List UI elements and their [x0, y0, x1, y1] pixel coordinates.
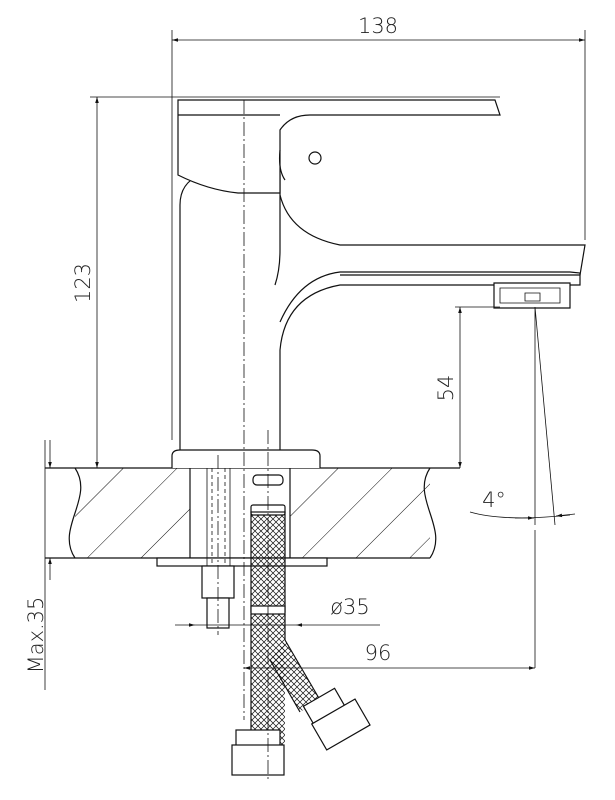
dimension-lines	[44, 30, 586, 690]
dim-length-label: 138	[358, 14, 398, 38]
dim-spout-height-label: 54	[434, 375, 458, 402]
countertop-section	[45, 467, 460, 567]
dim-angle-label: 4°	[482, 488, 506, 512]
dim-height-label: 123	[71, 263, 95, 303]
dim-hole-diameter-label: ø35	[330, 595, 370, 619]
mounting-parts	[201, 430, 371, 780]
faucet-body	[171, 99, 586, 720]
dim-reach-label: 96	[365, 641, 392, 665]
dim-max-thickness-label: Max.35	[24, 597, 48, 674]
